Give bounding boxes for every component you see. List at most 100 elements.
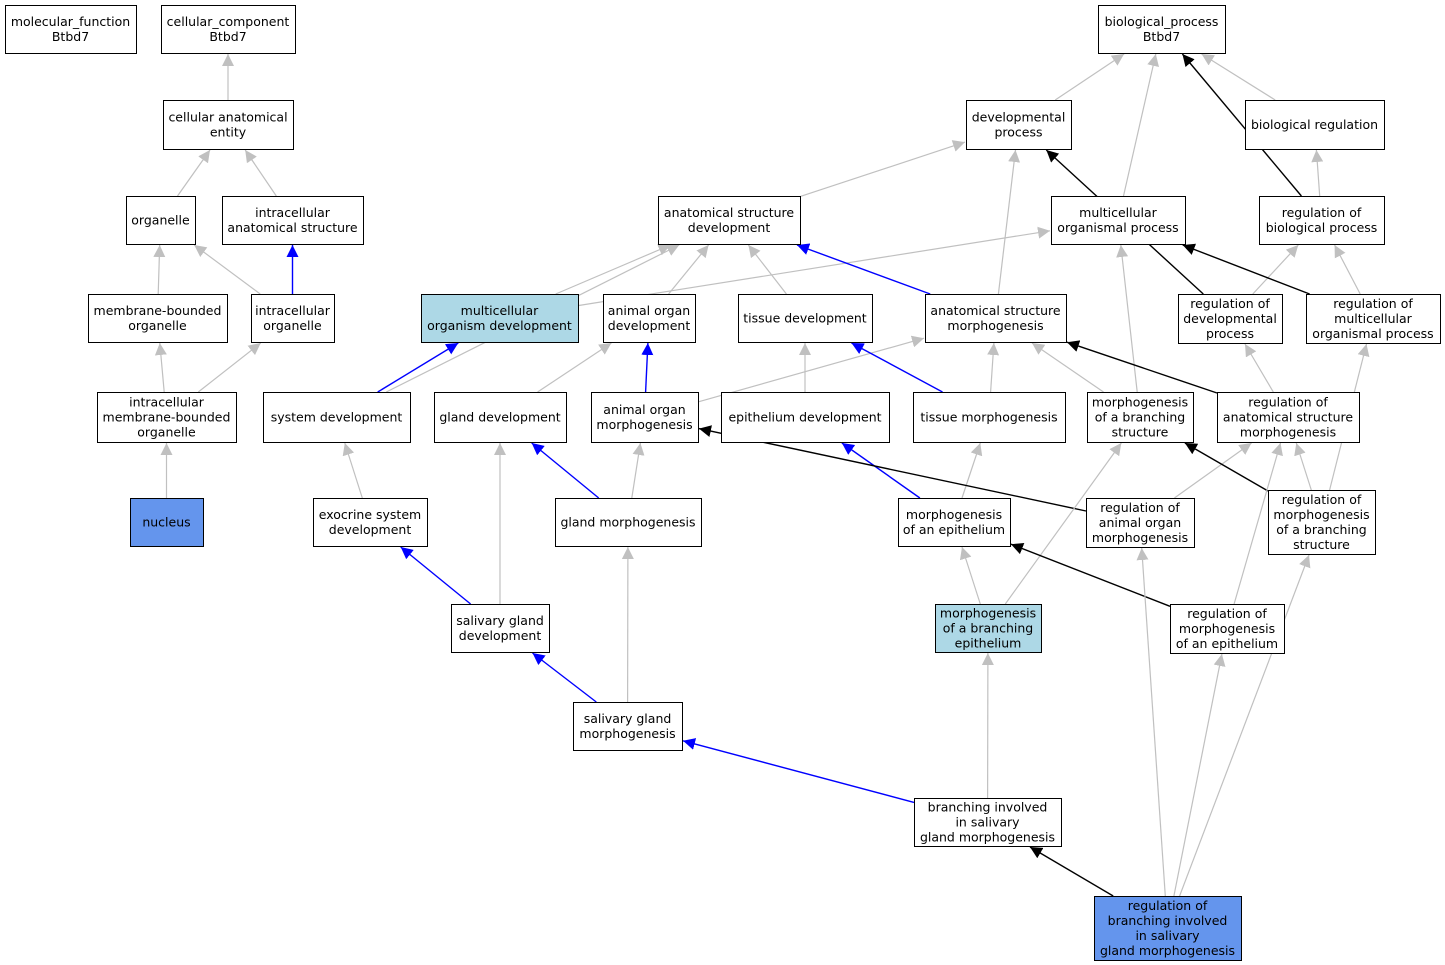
node-box [721, 392, 890, 443]
node-label-line: of a branching [1095, 410, 1185, 425]
edge-sgm-to-sgd [532, 652, 597, 703]
node-label-line: molecular_function [11, 14, 130, 29]
node-bioreg[interactable]: biological regulation [1245, 100, 1385, 150]
node-label-line: morphogenesis [947, 318, 1043, 333]
node-label-line: epithelium [955, 636, 1022, 651]
node-label-line: of an epithelium [1176, 636, 1278, 651]
node-label-line: anatomical structure [664, 205, 794, 220]
edges-layer [153, 53, 1370, 897]
edge-rbp-to-bp [1181, 53, 1302, 197]
edge-esd-to-sd [342, 442, 363, 499]
node-box [421, 294, 579, 343]
node-td[interactable]: tissue development [738, 294, 873, 343]
node-label-line: exocrine system [319, 507, 421, 522]
node-label-line: process [1206, 326, 1254, 341]
node-label-line: biological regulation [1251, 117, 1378, 132]
node-tm[interactable]: tissue morphogenesis [913, 392, 1066, 443]
node-label-line: organism development [427, 318, 572, 333]
edge-bioreg-to-bp [1201, 53, 1276, 101]
node-organelle[interactable]: organelle [126, 196, 196, 245]
node-box [163, 100, 294, 150]
node-label-line: organismal process [1057, 220, 1178, 235]
node-label-line: gland morphogenesis [920, 830, 1055, 845]
edge-aom-to-asm [697, 335, 925, 403]
node-label-line: in salivary [955, 815, 1020, 830]
edge-asm-to-devproc [997, 149, 1021, 295]
node-label-line: salivary gland [456, 613, 544, 628]
node-label-line: organelle [263, 318, 322, 333]
node-ed[interactable]: epithelium development [721, 392, 890, 443]
node-gd[interactable]: gland development [434, 392, 567, 443]
node-box [1170, 604, 1285, 654]
node-label-line: development [459, 628, 542, 643]
edge-gm-to-gd [531, 442, 600, 499]
edge-mod-to-mop [577, 226, 1051, 307]
edge-rbisgm-to-bisgm [1029, 846, 1114, 897]
node-box [935, 604, 1042, 653]
node-label-line: regulation of [1333, 296, 1413, 311]
node-box [126, 196, 196, 245]
node-label-line: process [994, 125, 1042, 140]
node-label-line: morphogenesis [1092, 530, 1188, 545]
node-label-line: intracellular [255, 205, 331, 220]
edge-tm-to-asm [987, 342, 1000, 393]
edge-imbo-to-mbo [154, 342, 167, 393]
node-label-line: gland development [439, 410, 560, 425]
edge-bisgm-to-sgm [682, 738, 915, 804]
node-sd[interactable]: system development [263, 392, 411, 443]
edge-tm-to-td [851, 342, 943, 393]
node-box [130, 498, 204, 547]
edge-rasm-to-asm [1066, 340, 1218, 394]
node-label-line: intracellular [129, 395, 205, 410]
node-label-line: epithelium development [728, 410, 881, 425]
node-label-line: structure [1293, 537, 1350, 552]
edge-rmop-to-mop [1182, 243, 1310, 295]
node-gm[interactable]: gland morphogenesis [555, 498, 702, 547]
edge-organelle-to-cae [177, 149, 211, 197]
node-nucleus[interactable]: nucleus [130, 498, 204, 547]
node-label-line: organelle [131, 213, 190, 228]
node-label-line: animal organ [1099, 515, 1181, 530]
node-label-line: of an epithelium [903, 522, 1005, 537]
node-label-line: nucleus [142, 515, 190, 530]
node-box [591, 392, 699, 443]
node-box [88, 294, 228, 343]
node-label-line: salivary gland [584, 711, 672, 726]
node-box [738, 294, 873, 343]
node-label-line: morphogenesis [940, 606, 1036, 621]
node-box [451, 604, 550, 653]
node-label-line: of a branching [943, 621, 1033, 636]
node-label-line: anatomical structure [1223, 410, 1353, 425]
node-label-line: development [608, 318, 691, 333]
